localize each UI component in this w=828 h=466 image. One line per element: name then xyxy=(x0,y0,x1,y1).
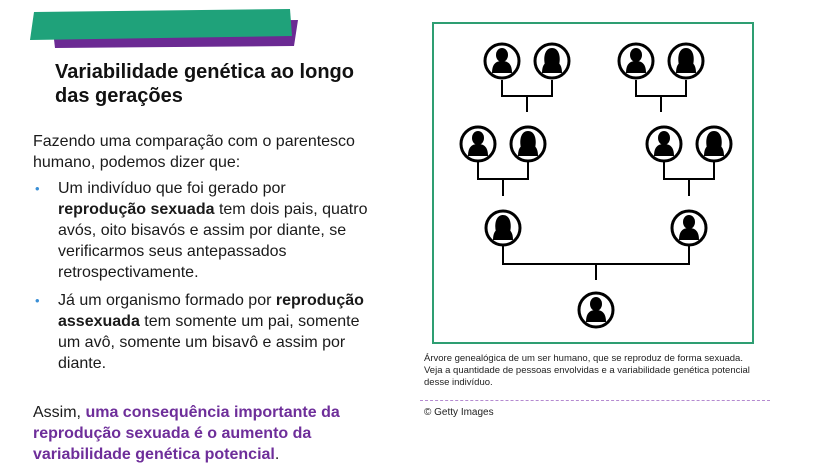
bullet-dot-icon: • xyxy=(35,181,40,196)
family-tree-frame xyxy=(432,22,754,344)
conclusion-pre: Assim, xyxy=(33,404,86,421)
person-icon xyxy=(577,291,615,329)
intro-text: Fazendo uma comparação com o parentesco … xyxy=(33,133,355,171)
person-icon xyxy=(667,42,705,80)
bullet-item-sexual: • Um indivíduo que foi gerado por reprodu… xyxy=(33,178,378,283)
person-icon xyxy=(509,125,547,163)
image-credit: © Getty Images xyxy=(424,407,494,418)
bullet-text-post: tem dois pais, quatro avós, oito bisavós… xyxy=(58,201,368,281)
conclusion-highlight: uma consequência importante da reproduçã… xyxy=(33,404,340,463)
bullet-text-pre: Um indivíduo que foi gerado por xyxy=(58,180,286,197)
conclusion-post: . xyxy=(274,446,280,463)
person-icon xyxy=(533,42,571,80)
conclusion-text: Assim, uma consequência importante da re… xyxy=(33,402,378,465)
bullet-item-asexual: • Já um organismo formado por reprodução … xyxy=(33,290,378,374)
figure-caption: Árvore genealógica de um ser humano, que… xyxy=(424,353,750,388)
bullet-list: • Um indivíduo que foi gerado por reprodu… xyxy=(33,178,378,381)
bullet-text-pre: Já um organismo formado por xyxy=(58,292,276,309)
person-icon xyxy=(483,42,521,80)
banner-green-stripe xyxy=(30,9,292,40)
tree-connectors xyxy=(477,80,715,280)
bullet-text-post: tem somente um pai, somente um avô, some… xyxy=(58,313,360,372)
family-tree-diagram xyxy=(459,42,733,329)
person-icon xyxy=(670,209,708,247)
slide-title: Variabilidade genética ao longo das gera… xyxy=(55,61,354,107)
person-icon xyxy=(459,125,497,163)
bullet-term: reprodução sexuada xyxy=(58,201,215,218)
person-icon xyxy=(484,209,522,247)
person-icon xyxy=(645,125,683,163)
bullet-dot-icon: • xyxy=(35,293,40,308)
title-banner xyxy=(30,9,298,48)
bullet-term: reprodução assexuada xyxy=(58,292,364,330)
person-icon xyxy=(617,42,655,80)
caption-divider xyxy=(420,400,770,401)
person-icon xyxy=(695,125,733,163)
